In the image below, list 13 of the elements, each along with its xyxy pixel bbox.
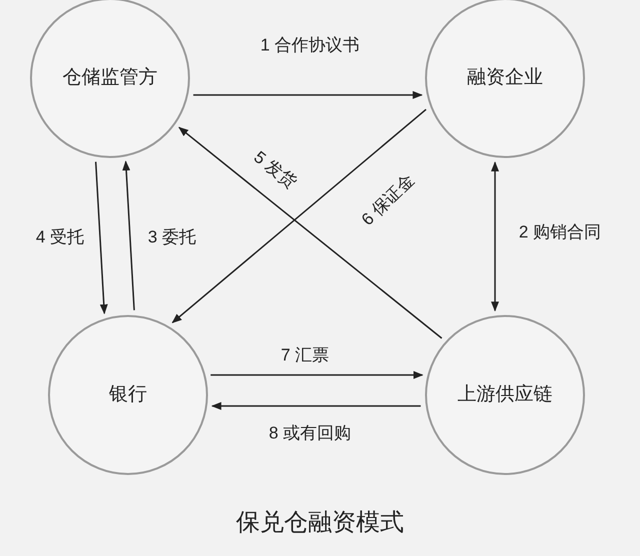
node-label: 银行 [109,382,147,407]
arrow [491,161,499,312]
arrow [193,91,423,99]
node-label: 仓储监管方 [62,66,158,90]
arrow [178,126,442,339]
arrow [210,371,424,379]
node-label: 融资企业 [467,66,543,90]
node-label: 上游供应链 [458,382,552,407]
arrow [95,162,108,314]
arrow [211,402,421,410]
caption: 保兑仓融资模式 [235,508,405,538]
arrow [122,160,135,310]
arrow [172,108,426,324]
